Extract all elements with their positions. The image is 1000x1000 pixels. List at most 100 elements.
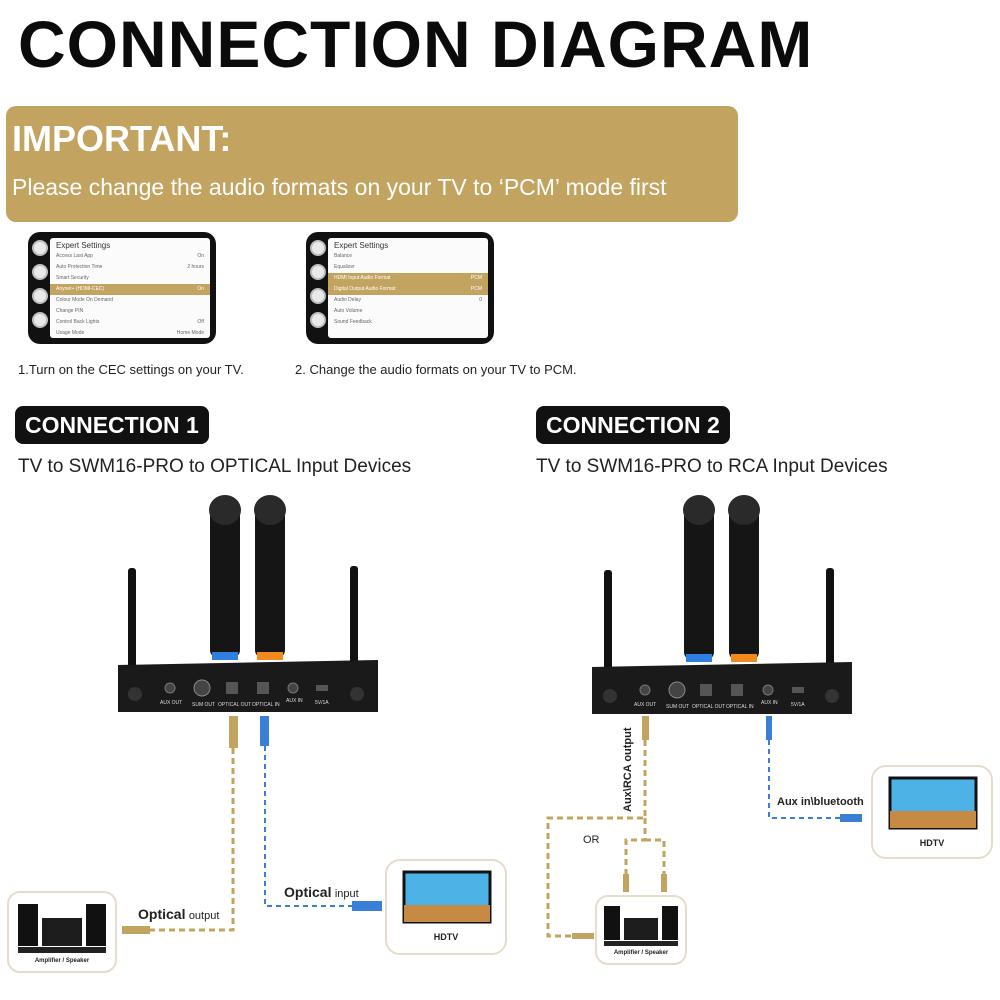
aux-out-plug [642,716,649,740]
tv-aux-plug [840,814,862,822]
aux-rca-output-label: Aux\RCA output [622,727,634,812]
optical-in-port [731,684,743,696]
port-label-optical-in: OPTICAL IN [726,704,754,710]
receiver-1 [118,495,378,712]
antenna-knob-right [350,687,364,701]
settings-icon [32,240,48,256]
amplifier-speaker-1 [7,891,117,973]
optical-input-cable [264,746,355,907]
tv-side-icons [32,240,48,328]
optical-input-label: Optical input [284,884,359,900]
speaker-left [18,904,38,946]
mic-grille-2 [728,495,760,525]
port-label-aux-in: AUX IN [286,698,303,704]
hdtv-screen-sand-1 [404,905,490,922]
aux-in-port [762,684,774,696]
port-label-optical-out: OPTICAL OUT [692,704,726,710]
hdtv-screen-sand-2 [890,811,976,828]
port-label-optical-out: OPTICAL OUT [218,702,252,708]
optical-out-port [700,684,712,696]
antenna-right [350,566,358,678]
menu-row: Smart Security [56,275,89,281]
menu-row: Colour Mode On Demand [56,297,113,303]
important-banner [6,106,738,222]
optical-out-plug [229,716,238,748]
rca-branch-right [645,838,666,878]
port-label-optical-in: OPTICAL IN [252,702,280,708]
optical-output-cable [150,748,235,932]
menu-row: Balance [334,253,353,259]
tools-icon [32,312,48,328]
port-label-aux-in: AUX IN [761,700,778,706]
speaker-right [662,906,678,940]
port-label-aux-out: AUX OUT [160,700,183,706]
menu-row: Sound Feedback [334,319,372,325]
caption-step-2: 2. Change the audio formats on your TV t… [295,362,577,377]
amp-optical-plug [122,926,150,934]
aux-out-port [164,682,176,694]
optical-in-port [257,682,269,694]
hdtv-2 [871,765,993,859]
microphone-1 [210,500,240,658]
speaker-right [86,904,106,946]
soundbar [604,941,678,946]
aux-in-cable [768,740,842,819]
aux-in-port [287,682,299,694]
mic-ring-orange [257,652,283,660]
optical-output-label: Optical output [138,906,220,922]
sum-out-port [193,679,211,697]
menu-row: Equalizer [334,264,355,270]
mic-ring-blue [212,652,238,660]
tv-menu-2: Expert Settings Balance Equalizer HDMI I… [328,238,488,338]
soundbar [18,947,106,953]
mic-ring-orange [731,654,757,662]
antenna-right [826,568,834,680]
mic-ring-blue [686,654,712,662]
antenna-knob-left [603,689,617,703]
hdtv-label-2: HDTV [919,838,945,848]
settings-icon [310,240,326,256]
aux-rca-cable [546,740,647,938]
connection-2-cables [546,716,862,939]
aux-in-bluetooth-label: Aux in\bluetooth [777,796,864,808]
network-icon [310,288,326,304]
optical-out-port [226,682,238,694]
antenna-left [604,570,612,680]
hdtv-1 [385,859,507,955]
important-heading: IMPORTANT: [12,118,232,159]
menu-row: Change PIN [56,308,84,314]
sound-icon [32,264,48,280]
or-label: OR [583,834,600,846]
hdtv-label-1: HDTV [433,932,459,942]
menu-row: Auto Volume [334,308,363,314]
port-label-sum-out: SUM OUT [192,702,216,708]
menu-row-highlighted: Anynet+ (HDMI-CEC)On [50,284,210,295]
optical-in-plug [260,716,269,746]
port-label-sum-out: SUM OUT [666,704,690,710]
sum-out-port [668,681,686,699]
receiver-body [118,660,378,712]
sound-icon [310,264,326,280]
usb-port [316,685,328,691]
amplifier-unit [42,918,82,946]
important-text: Please change the audio formats on your … [12,174,667,200]
connection-1-badge: CONNECTION 1 [15,406,209,444]
amplifier-speaker-2 [595,895,687,965]
tv-optical-plug [352,901,382,911]
port-label-aux-out: AUX OUT [634,702,657,708]
aux-out-port [639,684,651,696]
menu-header: Expert Settings [334,241,389,250]
microphone-2 [255,500,285,658]
speaker-left [604,906,620,940]
caption-step-1: 1.Turn on the CEC settings on your TV. [18,362,244,377]
amp-label-1: Amplifier / Speaker [34,958,90,964]
